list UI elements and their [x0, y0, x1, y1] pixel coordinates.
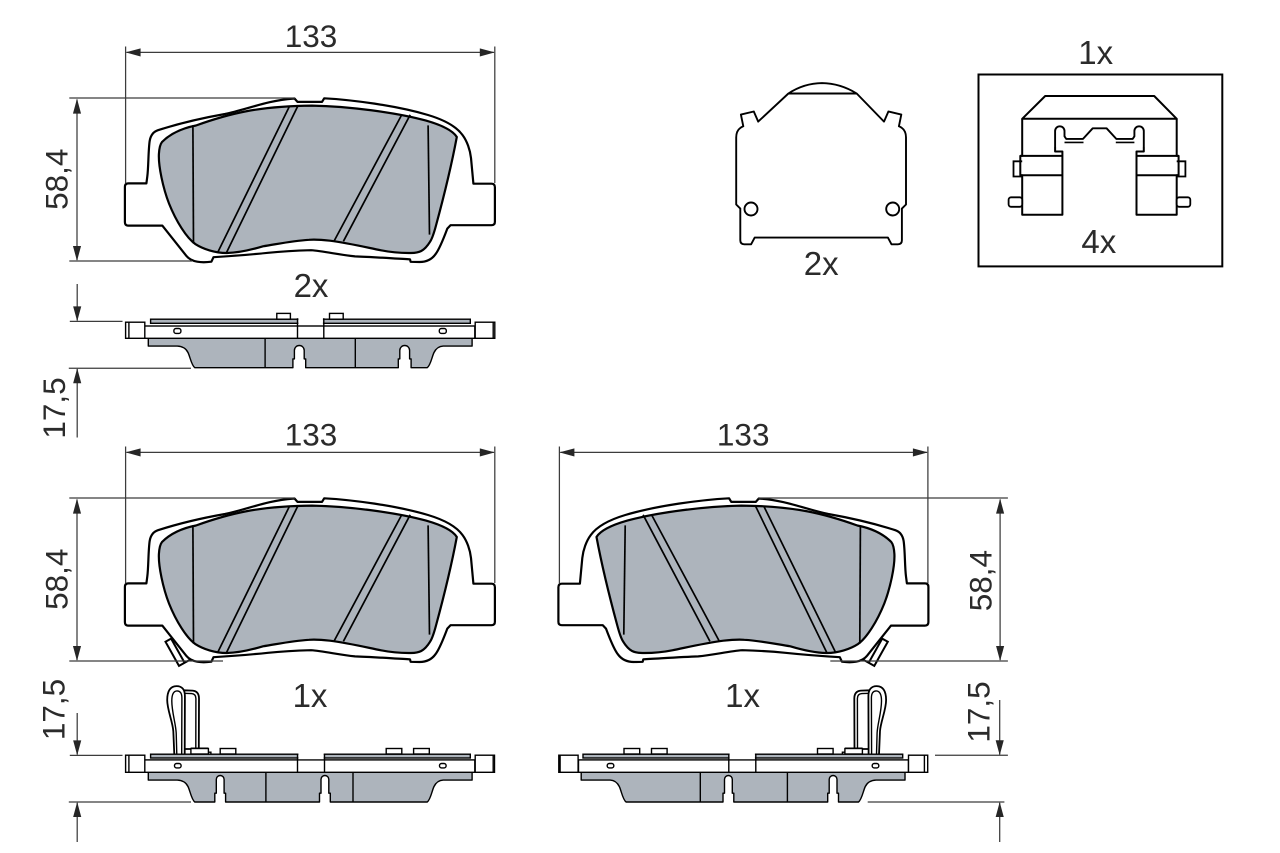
svg-text:58,4: 58,4	[963, 550, 999, 611]
svg-text:58,4: 58,4	[39, 549, 75, 610]
svg-text:133: 133	[285, 417, 338, 453]
svg-text:17,5: 17,5	[36, 679, 72, 740]
svg-text:17,5: 17,5	[961, 681, 997, 742]
svg-text:1x: 1x	[1078, 34, 1113, 71]
svg-text:1x: 1x	[725, 677, 760, 714]
svg-text:133: 133	[285, 18, 338, 54]
svg-text:17,5: 17,5	[36, 377, 72, 438]
svg-text:1x: 1x	[293, 677, 328, 714]
svg-text:2x: 2x	[294, 267, 329, 304]
svg-text:58,4: 58,4	[39, 149, 75, 210]
svg-text:4x: 4x	[1081, 223, 1116, 260]
svg-text:133: 133	[717, 417, 770, 453]
svg-text:2x: 2x	[804, 245, 839, 282]
